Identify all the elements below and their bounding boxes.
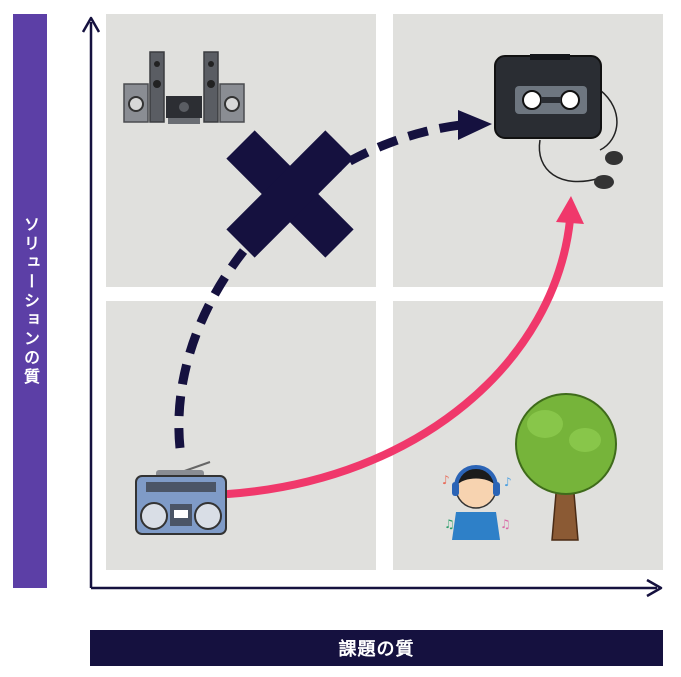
y-axis-label-text: ソリューションの質 xyxy=(21,215,40,387)
y-axis xyxy=(81,16,101,588)
x-axis-label: 課題の質 xyxy=(90,630,663,666)
speaker-system-icon xyxy=(123,51,245,124)
success-arrow-head xyxy=(556,196,584,224)
cross-mark-icon xyxy=(226,130,354,258)
x-axis xyxy=(91,578,663,598)
x-axis-label-text: 課題の質 xyxy=(338,639,415,660)
boombox-radio-icon xyxy=(135,461,227,535)
svg-text:♪: ♪ xyxy=(504,475,512,489)
person-with-headphones-icon: ♪ ♪ ♫ ♫ xyxy=(442,465,512,540)
svg-text:♫: ♫ xyxy=(500,517,511,531)
y-axis-label: ソリューションの質 xyxy=(13,14,47,588)
svg-text:♫: ♫ xyxy=(444,517,455,531)
svg-text:♪: ♪ xyxy=(442,473,450,487)
cassette-player-icon xyxy=(494,54,623,189)
dashed-arrow-head xyxy=(458,110,492,140)
tree-icon xyxy=(515,393,617,541)
success-arrow-path xyxy=(224,216,574,498)
